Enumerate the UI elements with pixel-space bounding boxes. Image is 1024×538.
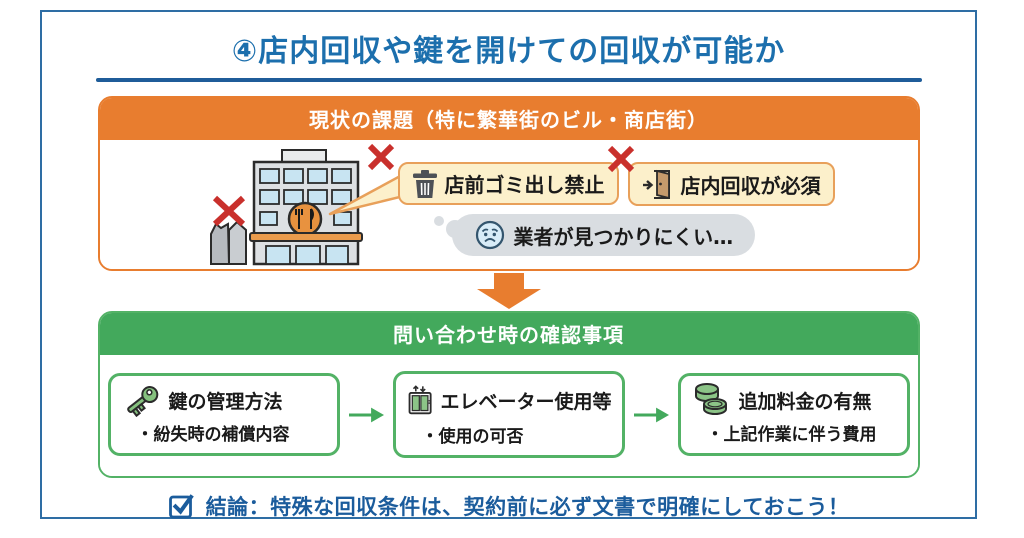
infographic-frame: ④店内回収や鍵を開けての回収が可能か 現状の課題（特に繁華街のビル・商店街） bbox=[40, 10, 977, 519]
thought-label: 業者が見つかりにくい… bbox=[513, 224, 734, 249]
right-arrow-icon bbox=[633, 407, 669, 422]
red-x-icon bbox=[607, 145, 634, 173]
problem-section: 現状の課題（特に繁華街のビル・商店街） bbox=[97, 96, 920, 271]
callout-tail bbox=[328, 172, 404, 216]
card-key-management: 鍵の管理方法 ・紛失時の補償内容 bbox=[107, 373, 340, 456]
callout-label: 店内回収が必須 bbox=[680, 173, 821, 198]
down-arrow-icon bbox=[476, 273, 541, 309]
card-subtitle: ・使用の可否 bbox=[421, 427, 524, 447]
problem-illustration: 店前ゴミ出し禁止 店内回収が必須 bbox=[99, 140, 918, 269]
card-extra-fees: 追加料金の有無 ・上記作業に伴う費用 bbox=[677, 373, 910, 456]
right-arrow-icon bbox=[348, 407, 384, 422]
callout-instore-pickup: 店内回収が必須 bbox=[627, 162, 835, 206]
coins-icon bbox=[694, 383, 727, 415]
sad-face-icon bbox=[475, 220, 504, 250]
trash-icon bbox=[412, 169, 437, 198]
conclusion-row: 結論：特殊な回収条件は、契約前に必ず文書で明確にしておこう！ bbox=[42, 491, 975, 521]
door-enter-icon bbox=[642, 169, 670, 199]
red-x-icon bbox=[367, 143, 394, 171]
key-icon bbox=[126, 386, 158, 417]
callout-no-front-garbage: 店前ゴミ出し禁止 bbox=[397, 162, 619, 205]
card-title: エレベーター使用等 bbox=[440, 390, 612, 413]
restaurant-sign-icon bbox=[287, 201, 322, 237]
thought-dot bbox=[433, 216, 444, 226]
callout-label: 店前ゴミ出し禁止 bbox=[444, 173, 605, 197]
problem-section-header: 現状の課題（特に繁華街のビル・商店街） bbox=[99, 98, 918, 140]
card-title: 追加料金の有無 bbox=[738, 390, 872, 413]
building-illustration bbox=[209, 149, 363, 266]
title-underline bbox=[95, 78, 922, 82]
page-title: ④店内回収や鍵を開けての回収が可能か bbox=[231, 34, 786, 69]
checkbox-icon bbox=[168, 494, 194, 519]
checklist-cards: 鍵の管理方法 ・紛失時の補償内容 bbox=[99, 355, 918, 476]
card-subtitle: ・上記作業に伴う費用 bbox=[706, 425, 877, 445]
card-title: 鍵の管理方法 bbox=[168, 390, 283, 413]
elevator-icon bbox=[408, 385, 432, 415]
garbage-bags-icon bbox=[209, 220, 247, 265]
checklist-section: 問い合わせ時の確認事項 鍵の管理方法 ・紛失時の補償内容 bbox=[97, 311, 920, 478]
red-x-icon bbox=[212, 195, 245, 227]
thought-bubble: 業者が見つかりにくい… bbox=[451, 214, 756, 256]
card-elevator-use: エレベーター使用等 ・使用の可否 bbox=[392, 371, 625, 458]
checklist-section-header: 問い合わせ時の確認事項 bbox=[99, 313, 918, 355]
conclusion-text: 結論：特殊な回収条件は、契約前に必ず文書で明確にしておこう！ bbox=[205, 495, 850, 519]
card-subtitle: ・紛失時の補償内容 bbox=[136, 425, 290, 445]
